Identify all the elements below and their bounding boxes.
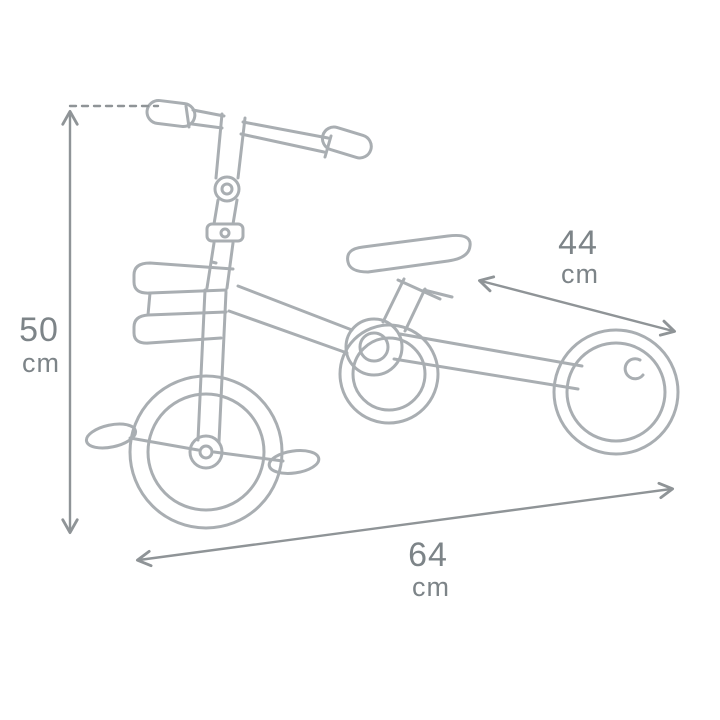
- left-pedal-icon: [84, 422, 138, 450]
- right-pedal-icon: [267, 449, 321, 475]
- mid-wheel-icon: [338, 323, 440, 425]
- rear-wheel-icon: [552, 328, 680, 456]
- seat-value-label: 44: [558, 224, 598, 262]
- length-dimension-arrow: [135, 481, 675, 568]
- seat-dimension-arrow: [478, 275, 676, 337]
- handlebar-icon: [190, 108, 330, 154]
- rear-frame-tube-icon: [392, 332, 584, 391]
- length-unit-label: cm: [412, 572, 450, 602]
- dimension-lines: [61, 104, 676, 568]
- dimension-labels: 50 cm 44 cm 64 cm: [19, 224, 599, 602]
- height-unit-label: cm: [22, 348, 60, 378]
- tricycle-drawing: [84, 98, 680, 530]
- length-value-label: 64: [408, 536, 448, 574]
- height-value-label: 50: [19, 311, 59, 349]
- handlebar-right-grip-icon: [320, 125, 373, 160]
- steering-stem-icon: [205, 112, 247, 290]
- frame-tube-icon: [227, 284, 354, 355]
- seat-unit-label: cm: [561, 259, 599, 289]
- front-fork-icon: [196, 288, 228, 444]
- height-dimension-arrow: [61, 104, 160, 535]
- handlebar-left-grip-icon: [145, 98, 197, 129]
- fold-bracket-icon: [132, 261, 235, 345]
- front-wheel-icon: [84, 374, 321, 530]
- seat-icon: [346, 234, 472, 333]
- frame-joint-icon: [344, 317, 404, 377]
